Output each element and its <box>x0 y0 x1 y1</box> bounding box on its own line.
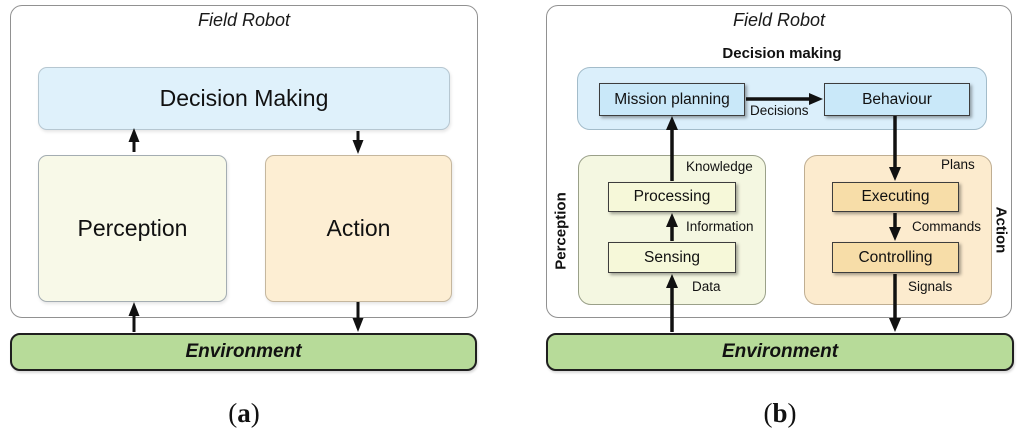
behaviour-box: Behaviour <box>824 83 970 116</box>
perception-group-label: Perception <box>552 192 570 270</box>
caption-b-close: ) <box>787 398 797 428</box>
caption-a-open: ( <box>228 398 238 428</box>
caption-a-close: ) <box>250 398 260 428</box>
action-group-label: Action <box>992 206 1010 254</box>
caption-a: (a) <box>228 398 260 429</box>
plans-label: Plans <box>941 157 975 172</box>
mission-planning-box: Mission planning <box>599 83 745 116</box>
controlling-box: Controlling <box>832 242 959 273</box>
environment-bar-b: Environment <box>546 333 1014 371</box>
commands-label: Commands <box>912 219 982 234</box>
caption-b-open: ( <box>763 398 773 428</box>
decision-making-box-a: Decision Making <box>38 67 450 130</box>
knowledge-label: Knowledge <box>686 159 753 174</box>
caption-b: (b) <box>763 398 796 429</box>
decision-making-header-b: Decision making <box>722 45 842 62</box>
executing-box: Executing <box>832 182 959 212</box>
action-box-a: Action <box>265 155 452 302</box>
environment-bar-a: Environment <box>10 333 477 371</box>
caption-a-letter: a <box>237 398 251 428</box>
data-label: Data <box>692 279 721 294</box>
caption-b-letter: b <box>772 398 788 428</box>
signals-label: Signals <box>908 279 953 294</box>
decisions-label: Decisions <box>750 103 809 118</box>
sensing-box: Sensing <box>608 242 736 273</box>
processing-box: Processing <box>608 182 736 212</box>
perception-box-a: Perception <box>38 155 227 302</box>
field-robot-title-a: Field Robot <box>197 10 291 30</box>
information-label: Information <box>686 219 754 234</box>
field-robot-title-b: Field Robot <box>732 10 826 30</box>
